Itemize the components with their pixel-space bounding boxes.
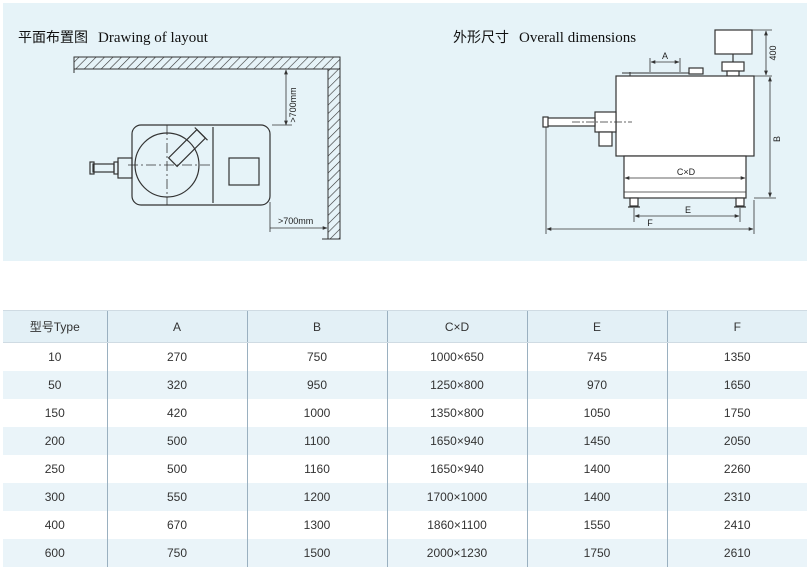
spec-table: 型号Type A B C×D E F 10 270 750 1000×650 7…: [3, 310, 807, 567]
header-a: A: [106, 310, 247, 343]
cell-type: 50: [3, 371, 107, 399]
cell-f: 1750: [666, 399, 807, 427]
cell-b: 1100: [246, 427, 387, 455]
cell-e: 1550: [526, 511, 667, 539]
technical-drawing: >700mm >700mm: [73, 29, 782, 240]
cell-cxd: 2000×1230: [386, 539, 527, 567]
layout-title-zh: 平面布置图: [18, 30, 88, 46]
cell-f: 1650: [666, 371, 807, 399]
cell-e: 1400: [526, 483, 667, 511]
cell-e: 970: [526, 371, 667, 399]
cell-cxd: 1250×800: [386, 371, 527, 399]
cell-a: 420: [106, 399, 247, 427]
header-type: 型号Type: [3, 310, 107, 343]
cell-type: 400: [3, 511, 107, 539]
top-wall: [73, 56, 341, 70]
cell-b: 1300: [246, 511, 387, 539]
cell-e: 1750: [526, 539, 667, 567]
dim-b-label: B: [772, 136, 782, 142]
cell-a: 270: [106, 342, 247, 371]
cell-type: 10: [3, 342, 107, 371]
table-row: 300 550 1200 1700×1000 1400 2310: [3, 483, 807, 511]
clear-top-label: >700mm: [288, 87, 298, 122]
header-f: F: [666, 310, 807, 343]
cell-f: 2610: [666, 539, 807, 567]
cell-type: 250: [3, 455, 107, 483]
table-row: 400 670 1300 1860×1100 1550 2410: [3, 511, 807, 539]
header-cxd: C×D: [386, 310, 527, 343]
cell-cxd: 1650×940: [386, 455, 527, 483]
table-row: 10 270 750 1000×650 745 1350: [3, 342, 807, 371]
cell-type: 150: [3, 399, 107, 427]
cell-cxd: 1000×650: [386, 342, 527, 371]
cell-b: 950: [246, 371, 387, 399]
cell-b: 750: [246, 342, 387, 371]
cell-a: 750: [106, 539, 247, 567]
cell-f: 2410: [666, 511, 807, 539]
cell-f: 2050: [666, 427, 807, 455]
table-header-row: 型号Type A B C×D E F: [3, 310, 807, 343]
cell-type: 200: [3, 427, 107, 455]
machine-top-view: [89, 124, 271, 206]
dim-a-label: A: [662, 51, 668, 61]
cell-e: 1450: [526, 427, 667, 455]
cell-e: 1400: [526, 455, 667, 483]
dims-annotations: [545, 29, 776, 234]
cell-cxd: 1350×800: [386, 399, 527, 427]
table-row: 600 750 1500 2000×1230 1750 2610: [3, 539, 807, 567]
layout-title: 平面布置图 Drawing of layout: [18, 27, 208, 47]
dim-f-label: F: [647, 218, 653, 228]
cell-a: 320: [106, 371, 247, 399]
cell-b: 1200: [246, 483, 387, 511]
layout-plan: >700mm >700mm: [73, 56, 341, 240]
cell-cxd: 1700×1000: [386, 483, 527, 511]
dims-title-en: Overall dimensions: [519, 30, 637, 46]
cell-cxd: 1860×1100: [386, 511, 527, 539]
dims-view: [542, 29, 755, 208]
dim-cxd-label: C×D: [677, 167, 696, 177]
cell-f: 1350: [666, 342, 807, 371]
dim-400-label: 400: [768, 45, 778, 60]
cell-b: 1000: [246, 399, 387, 427]
cell-a: 500: [106, 455, 247, 483]
cell-type: 300: [3, 483, 107, 511]
dims-title-zh: 外形尺寸: [453, 30, 509, 46]
header-b: B: [246, 310, 387, 343]
table-row: 50 320 950 1250×800 970 1650: [3, 371, 807, 399]
cell-e: 745: [526, 342, 667, 371]
cell-a: 500: [106, 427, 247, 455]
cell-a: 670: [106, 511, 247, 539]
cell-f: 2260: [666, 455, 807, 483]
dims-title: 外形尺寸 Overall dimensions: [453, 27, 636, 47]
right-wall: [327, 68, 341, 240]
layout-title-en: Drawing of layout: [98, 30, 208, 46]
table-row: 250 500 1160 1650×940 1400 2260: [3, 455, 807, 483]
cell-f: 2310: [666, 483, 807, 511]
dim-e-label: E: [685, 205, 691, 215]
clear-side-label: >700mm: [278, 216, 313, 226]
cell-type: 600: [3, 539, 107, 567]
table-row: 150 420 1000 1350×800 1050 1750: [3, 399, 807, 427]
cell-b: 1160: [246, 455, 387, 483]
table-row: 200 500 1100 1650×940 1450 2050: [3, 427, 807, 455]
cell-a: 550: [106, 483, 247, 511]
cell-b: 1500: [246, 539, 387, 567]
cell-e: 1050: [526, 399, 667, 427]
header-e: E: [526, 310, 667, 343]
cell-cxd: 1650×940: [386, 427, 527, 455]
